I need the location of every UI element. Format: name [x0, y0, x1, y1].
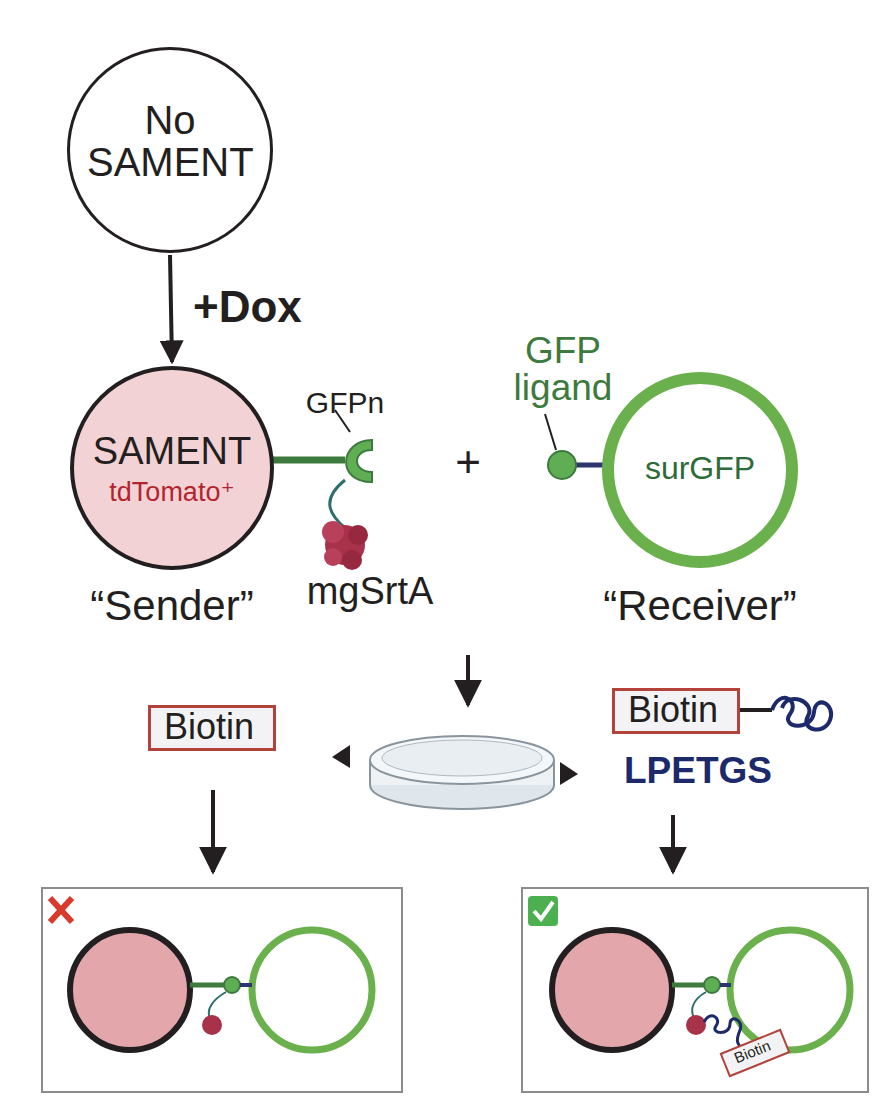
anchor-bar	[672, 983, 705, 988]
sender-cell	[70, 930, 190, 1050]
flow-arrow	[466, 655, 470, 705]
flow-arrow	[170, 255, 172, 362]
receiver-cell	[730, 930, 850, 1050]
ligand-ball	[704, 977, 720, 993]
linker	[330, 480, 345, 528]
linker	[740, 708, 772, 712]
outcome-box	[42, 888, 402, 1092]
node-text: SAMENT	[60, 432, 284, 472]
node-text: “Receiver”	[562, 584, 838, 628]
flow-arrow	[211, 790, 215, 872]
linker	[209, 992, 226, 1018]
node-text: “Sender”	[30, 584, 314, 628]
ligand-linker	[720, 983, 731, 987]
ligand-ball	[224, 977, 240, 993]
receiver-cell	[252, 930, 372, 1050]
node-text: surGFP	[602, 452, 798, 486]
label-box: Biotin	[148, 705, 276, 751]
node-text: Biotin	[148, 708, 270, 746]
edge-label: +Dox	[193, 285, 302, 329]
label-box: Biotin	[612, 688, 740, 734]
part-label: +	[448, 440, 488, 484]
outcome-box	[522, 888, 868, 1092]
part-label: GFPn	[290, 388, 400, 418]
fail-mark	[50, 898, 72, 922]
sortase-blob	[322, 521, 368, 570]
linker	[692, 992, 706, 1018]
sortase-blob	[202, 1015, 222, 1035]
arrowhead	[332, 745, 350, 768]
sortase-blob	[686, 1015, 706, 1035]
part-label: LPETGS	[598, 752, 798, 789]
anchor-bar	[190, 983, 225, 988]
sender-cell	[552, 930, 672, 1050]
part-label: GFP ligand	[498, 332, 628, 406]
part-label: mgSrtA	[285, 572, 455, 610]
nanobody-shape	[346, 440, 372, 482]
cell-circle: surGFP“Receiver”	[602, 372, 798, 568]
peptide-squiggle	[772, 698, 831, 730]
leader-line	[545, 414, 556, 450]
node-text: No SAMENT	[87, 99, 253, 183]
node-text: tdTomato⁺	[60, 478, 284, 506]
peptide-squiggle	[704, 1016, 744, 1050]
petri-dish	[370, 736, 554, 809]
node-text: Biotin	[612, 691, 734, 729]
cell-circle: No SAMENT	[67, 47, 273, 253]
flow-arrow	[671, 815, 675, 872]
arrowhead	[560, 762, 578, 785]
success-mark	[528, 896, 558, 926]
anchor-bar	[272, 457, 345, 464]
ligand-ball	[548, 451, 576, 479]
cell-circle: SAMENTtdTomato⁺“Sender”	[70, 366, 274, 570]
ligand-linker	[240, 983, 252, 987]
